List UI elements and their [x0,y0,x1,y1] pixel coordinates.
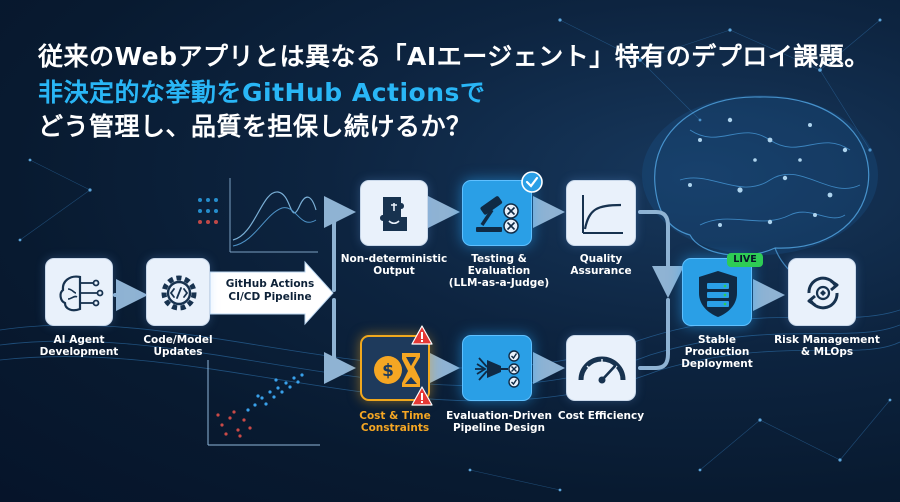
gavel-checklist-icon [476,196,519,234]
node-code-model-updates [146,258,210,326]
cycle-arrows-icon [807,276,839,310]
node-risk-management-mlops [788,258,856,326]
svg-text:$: $ [382,361,394,381]
node-quality-assurance [566,180,636,246]
label-cost-time-constraints: Cost & Time Constraints [359,410,431,434]
brain-circuit-icon [59,275,104,312]
title-line-3: どう管理し、品質を担保し続けるか？ [38,112,472,141]
title-accent-term: 「AIエージェント」 [381,42,615,71]
node-ai-agent-development [45,258,113,326]
node-stable-production-deployment [682,258,752,326]
warning-triangle-icon [411,325,433,345]
live-badge: LIVE [727,253,763,267]
label-quality-assurance: Quality Assurance [570,253,632,277]
title-line-1: 従来のWebアプリとは異なる「AIエージェント」特有のデプロイ課題。 [38,37,870,73]
label-stable-production-deployment: Stable Production Deployment [681,334,753,370]
puzzle-face-icon [380,197,407,231]
decor-line-chart [198,178,318,253]
label-ai-agent-development: AI Agent Development [39,334,119,358]
pipeline-band-label: GitHub Actions CI/CD Pipeline [225,278,315,303]
title-line-1-end: 特有のデプロイ課題。 [614,42,870,71]
code-gear-icon [161,275,197,311]
label-nondeterministic-output: Non-deterministic Output [340,253,448,277]
node-evaluation-driven-pipeline [462,335,532,401]
label-evaluation-driven-pipeline: Evaluation-Driven Pipeline Design [446,410,552,434]
title-line-2: 非決定的な挙動をGitHub Actionsで [38,78,486,107]
gauge-icon [578,356,626,384]
warning-triangle-icon [411,386,433,406]
arrow-split-up [323,196,356,292]
node-cost-time-constraints: $ [360,335,430,401]
node-nondeterministic-output [360,180,428,246]
node-cost-efficiency [566,335,636,401]
label-code-model-updates: Code/Model Updates [143,334,213,358]
growth-curve-chart-icon [582,195,623,234]
arrow-merge-bottom [638,298,670,370]
title-line-1-start: 従来のWebアプリとは異なる [38,42,382,71]
decor-scatter-plot [207,360,320,446]
shield-server-icon [699,271,737,317]
pipeline-band-arrow [209,260,334,326]
brain-graphic [642,95,878,281]
label-risk-management-mlops: Risk Management & MLOps [774,334,880,358]
label-testing-evaluation: Testing & Evaluation (LLM-as-a-Judge) [448,253,550,289]
arrow-split-down [323,298,356,384]
funnel-checklist-icon [475,350,520,388]
check-circle-icon [521,171,543,193]
label-cost-efficiency: Cost Efficiency [557,410,645,422]
arrow-merge-top [638,210,684,298]
node-testing-evaluation [462,180,532,246]
dollar-hourglass-icon: $ [374,353,420,387]
